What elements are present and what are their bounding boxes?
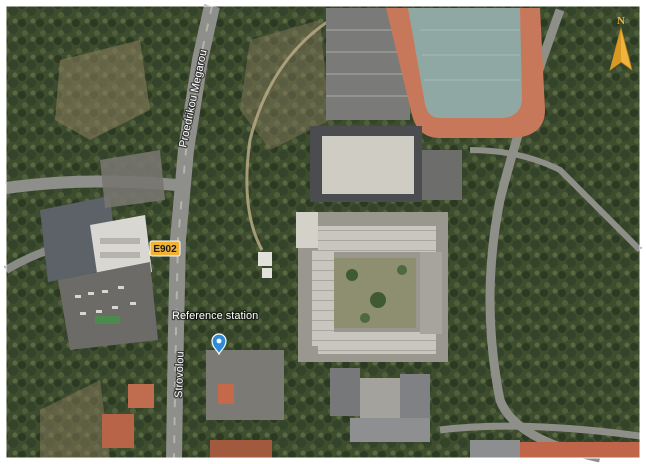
parked-cars: [75, 286, 136, 315]
sports-hall-roof: [322, 136, 414, 194]
footpath: [245, 18, 331, 251]
road-centerline: [173, 5, 213, 459]
dry-ground: [40, 380, 110, 458]
road-east-branch: [469, 147, 643, 253]
building-roof: [90, 215, 152, 280]
sports-field: [408, 8, 522, 118]
road-label-strovolou: Strovolou: [173, 351, 187, 398]
dry-ground: [240, 20, 330, 150]
road-south-east: [439, 422, 641, 440]
building-south: [330, 368, 360, 416]
north-arrow-icon: [609, 26, 633, 71]
parking-lot: [58, 262, 158, 350]
location-pin-icon[interactable]: [211, 333, 227, 356]
marker-label: Reference station: [172, 310, 258, 322]
route-shield-label: E902: [153, 244, 177, 255]
red-roof-building: [218, 384, 234, 404]
dry-ground: [55, 40, 150, 140]
route-shield-e902: E902: [149, 240, 181, 257]
paved-area: [100, 150, 165, 208]
reference-station-compound: [206, 350, 284, 420]
compass-north-label: N: [617, 15, 625, 27]
